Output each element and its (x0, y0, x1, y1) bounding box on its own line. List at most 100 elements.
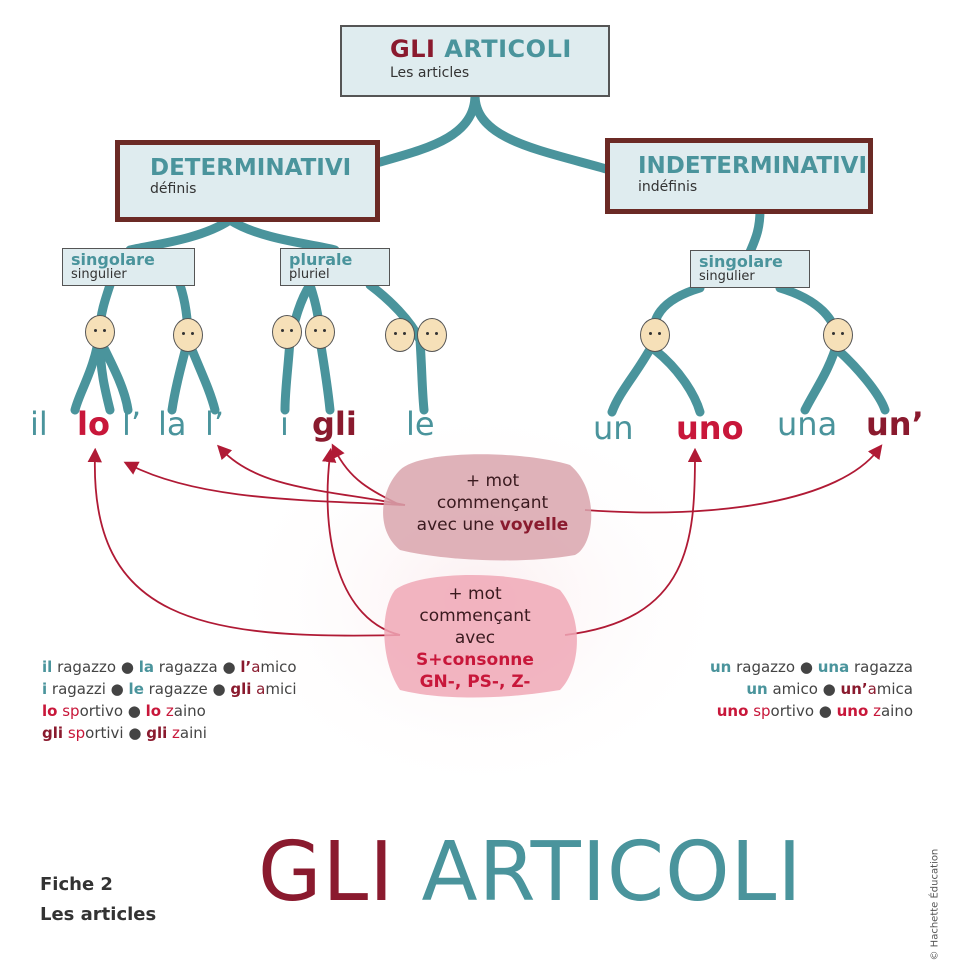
example-segment: gli (146, 724, 168, 742)
cloud-vowel-line1: + mot (465, 471, 520, 491)
determinativi-title: DETERMINATIVI (150, 155, 352, 181)
example-line: un ragazzo ● una ragazza (710, 656, 913, 678)
cloud-consonant-line3: avec (454, 628, 496, 648)
girl-face-icon (417, 318, 447, 352)
example-segment: ragazza ● (153, 658, 241, 676)
fiche-label: Fiche 2 Les articles (40, 870, 156, 930)
example-segment: ragazzi ● (47, 680, 129, 698)
example-segment: lo (145, 702, 162, 720)
example-segment: ragazzo ● (731, 658, 818, 676)
article-il: il (30, 405, 48, 443)
indet-singolare-box: singolare singulier (690, 250, 810, 288)
article-le: le (406, 405, 435, 443)
example-segment: aino (173, 702, 206, 720)
example-segment: sp (62, 702, 80, 720)
example-segment: a (867, 680, 877, 698)
example-segment: mici (265, 680, 297, 698)
cloud-vowel-highlight: voyelle (499, 515, 569, 535)
girl-face-icon (385, 318, 415, 352)
det-singolare-title: singolare (71, 250, 155, 269)
example-segment: aino (880, 702, 913, 720)
example-segment: ragazze ● (143, 680, 231, 698)
example-segment: gli (230, 680, 252, 698)
example-segment: z (172, 724, 180, 742)
article-una: una (777, 405, 838, 443)
article-lo: lo (77, 405, 110, 443)
indeterminativi-box: INDETERMINATIVI indéfinis (605, 138, 873, 214)
example-segment: un (746, 680, 768, 698)
article-un: un (593, 409, 634, 447)
example-segment: un (709, 658, 732, 676)
example-segment: ortivi ● (85, 724, 147, 742)
det-singolare-subtitle: singulier (71, 267, 127, 282)
example-segment: la (138, 658, 154, 676)
indeterminativi-title: INDETERMINATIVI (638, 153, 868, 179)
example-line: un amico ● un’amica (710, 678, 913, 700)
example-segment: le (128, 680, 144, 698)
footer-title-gli: GLI (258, 825, 395, 920)
example-segment: ortivo ● (79, 702, 146, 720)
example-segment: aini (179, 724, 207, 742)
copyright: © Hachette Éducation (929, 848, 941, 961)
article-l-apostrophe-f: l’ (205, 405, 225, 443)
cloud-consonant-highlight2: GN-, PS-, Z- (419, 672, 531, 692)
example-segment: sp (753, 702, 771, 720)
article-la: la (158, 405, 187, 443)
boy-face-icon (305, 315, 335, 349)
example-segment: uno (716, 702, 749, 720)
example-segment: una (817, 658, 850, 676)
example-line: i ragazzi ● le ragazze ● gli amici (42, 678, 297, 700)
example-segment: amico ● (767, 680, 841, 698)
example-segment: uno (836, 702, 869, 720)
indeterminativi-subtitle: indéfinis (638, 179, 698, 195)
title-subtitle: Les articles (390, 65, 470, 81)
example-segment: ortivo ● (770, 702, 837, 720)
boy-face-icon (640, 318, 670, 352)
example-segment: z (873, 702, 881, 720)
det-plurale-title: plurale (289, 250, 353, 269)
indet-singolare-title: singolare (699, 252, 783, 271)
determinativi-subtitle: définis (150, 181, 197, 197)
footer-title: GLI ARTICOLI (258, 832, 803, 914)
example-segment: ragazzo ● (52, 658, 139, 676)
article-i: i (280, 405, 289, 443)
article-un-apostrophe: un’ (866, 405, 924, 443)
example-line: lo sportivo ● lo zaino (42, 700, 297, 722)
example-segment: a (256, 680, 266, 698)
cloud-consonant-highlight1: S+consonne (416, 650, 534, 670)
title-articoli: ARTICOLI (444, 35, 572, 63)
example-line: il ragazzo ● la ragazza ● l’amico (42, 656, 297, 678)
example-segment: lo (42, 702, 58, 720)
footer-title-articoli: ARTICOLI (421, 825, 803, 920)
indet-singolare-subtitle: singulier (699, 269, 755, 284)
cloud-vowel-line2: commençant (436, 493, 549, 513)
example-segment: l’ (240, 658, 252, 676)
title-banner: GLI ARTICOLI Les articles (340, 25, 610, 97)
cloud-consonant: + mot commençant avec S+consonne GN-, PS… (385, 583, 565, 693)
example-segment: z (165, 702, 174, 720)
example-segment: i (42, 680, 48, 698)
det-plurale-box: plurale pluriel (280, 248, 390, 286)
cloud-vowel-line3: avec une (416, 515, 495, 535)
fiche-number: Fiche 2 (40, 874, 113, 895)
title-gli: GLI (390, 35, 436, 63)
article-uno: uno (676, 409, 744, 447)
example-line: gli sportivi ● gli zaini (42, 722, 297, 744)
example-line: uno sportivo ● uno zaino (710, 700, 913, 722)
example-segment: gli (42, 724, 64, 742)
example-segment: sp (67, 724, 86, 742)
girl-face-icon (173, 318, 203, 352)
article-l-apostrophe: l’ (122, 405, 142, 443)
example-segment: mico (260, 658, 297, 676)
boy-face-icon (272, 315, 302, 349)
cloud-consonant-line2: commençant (419, 606, 531, 626)
boy-face-icon (85, 315, 115, 349)
example-segment: a (251, 658, 261, 676)
det-singolare-box: singolare singulier (62, 248, 195, 286)
det-plurale-subtitle: pluriel (289, 267, 330, 282)
fiche-subtitle: Les articles (40, 904, 157, 925)
example-segment: mica (876, 680, 913, 698)
